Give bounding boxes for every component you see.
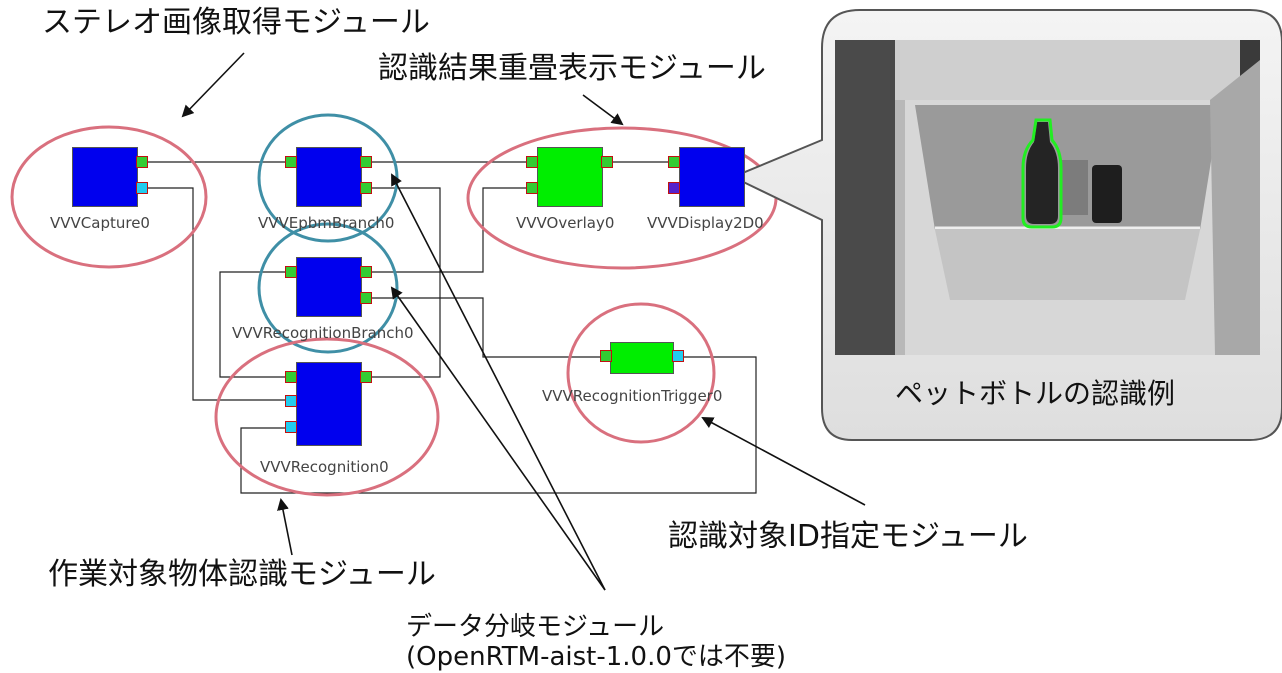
trigger-out-port[interactable] — [672, 350, 684, 362]
epbm-out-port-2[interactable] — [360, 182, 372, 194]
recognition-circle — [214, 337, 440, 497]
overlay-in-port-1[interactable] — [526, 156, 538, 168]
epbm-branch-component[interactable] — [296, 147, 362, 207]
display-component[interactable] — [679, 147, 745, 207]
overlay-name: VVVOverlay0 — [516, 214, 615, 232]
recog-branch-out-port-2[interactable] — [360, 292, 372, 304]
display-in-port-2[interactable] — [668, 182, 680, 194]
capture-name: VVVCapture0 — [50, 214, 150, 232]
recog-branch-in-port[interactable] — [285, 266, 297, 278]
epbm-out-port-1[interactable] — [360, 156, 372, 168]
branch-module-note: (OpenRTM-aist-1.0.0では不要) — [406, 642, 787, 672]
overlay-display-label: 認識結果重畳表示モジュール — [378, 51, 766, 86]
trigger-component[interactable] — [610, 342, 674, 374]
recognition-out-port[interactable] — [285, 371, 297, 383]
recognition-in-port-2[interactable] — [285, 421, 297, 433]
branch-module-label: データ分岐モジュール — [406, 612, 665, 642]
photo-caption: ペットボトルの認識例 — [895, 377, 1176, 410]
epbm-branch-name: VVVEpbmBranch0 — [258, 214, 395, 232]
trigger-in-port[interactable] — [600, 350, 612, 362]
epbm-in-port[interactable] — [285, 156, 297, 168]
overlay-in-port-2[interactable] — [526, 182, 538, 194]
capture-component[interactable] — [72, 147, 138, 207]
display-in-port-1[interactable] — [668, 156, 680, 168]
recognition-name: VVVRecognition0 — [260, 458, 389, 476]
recognition-component[interactable] — [296, 362, 362, 446]
recognition-in-port-3[interactable] — [360, 371, 372, 383]
object-recognition-label: 作業対象物体認識モジュール — [48, 557, 436, 592]
stereo-capture-label: ステレオ画像取得モジュール — [42, 5, 430, 40]
capture-circle — [10, 125, 208, 269]
recog-branch-name: VVVRecognitionBranch0 — [232, 324, 414, 342]
recognition-example-photo — [835, 40, 1260, 355]
recognition-in-port-1[interactable] — [285, 395, 297, 407]
recog-branch-out-port-1[interactable] — [360, 266, 372, 278]
capture-out-port-1[interactable] — [136, 156, 148, 168]
target-id-label: 認識対象ID指定モジュール — [668, 519, 1028, 554]
overlay-out-port[interactable] — [601, 156, 613, 168]
display-name: VVVDisplay2D0 — [647, 214, 764, 232]
pointer-arrows — [181, 52, 866, 591]
trigger-circle — [566, 302, 716, 444]
capture-out-port-2[interactable] — [136, 182, 148, 194]
overlay-component[interactable] — [537, 147, 603, 207]
trigger-name: VVVRecognitionTrigger0 — [542, 387, 723, 405]
recog-branch-component[interactable] — [296, 257, 362, 317]
